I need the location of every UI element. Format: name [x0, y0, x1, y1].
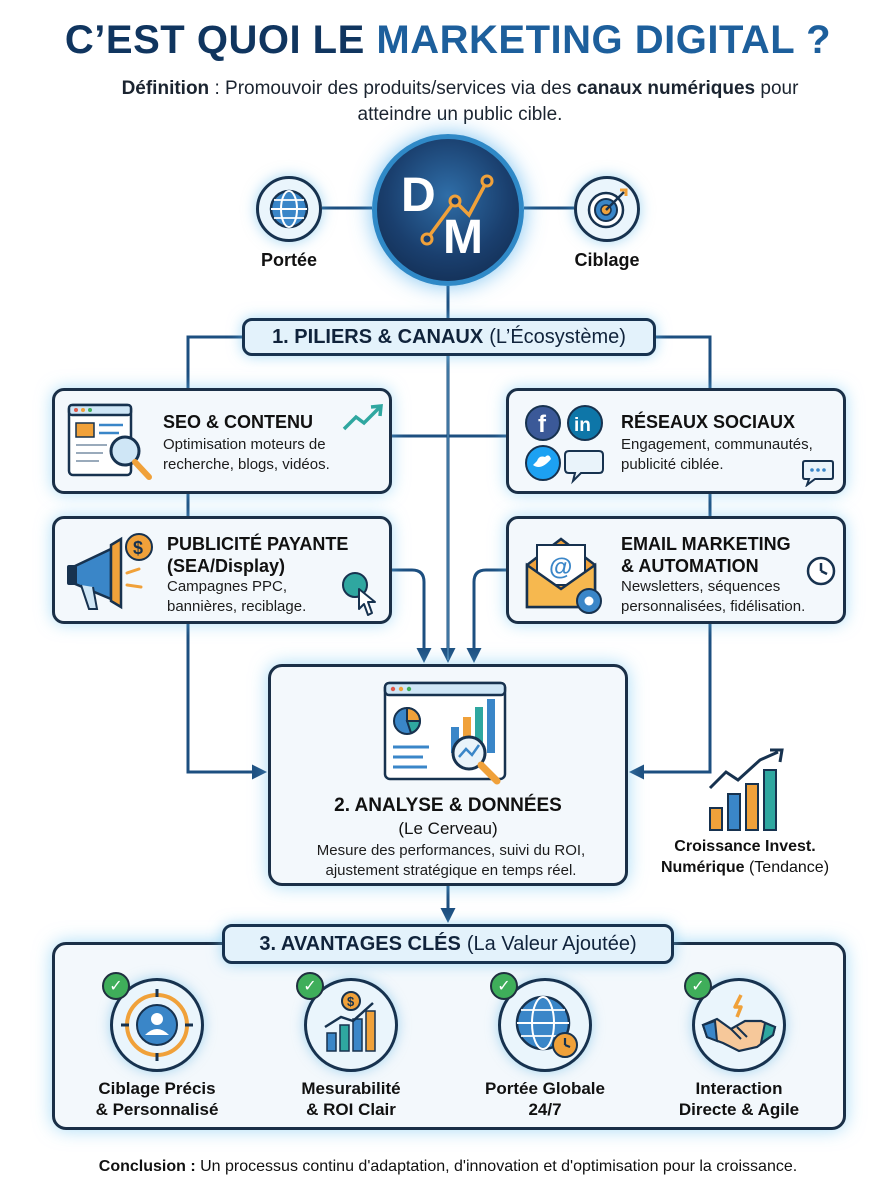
advantage-global-reach-line1: Portée Globale	[485, 1079, 605, 1098]
advantage-interaction-label: Interaction Directe & Agile	[644, 1078, 834, 1120]
chat-bubble-icon	[802, 460, 834, 487]
card-email-title: EMAIL MARKETING & AUTOMATION	[621, 533, 791, 577]
advantage-global-reach-label: Portée Globale 24/7	[450, 1078, 640, 1120]
check-icon: ✓	[296, 972, 324, 1000]
analytics-dashboard-icon	[383, 681, 507, 785]
globe-icon	[256, 176, 322, 242]
definition-bold: canaux numériques	[576, 78, 756, 99]
conclusion: Conclusion : Un processus continu d'adap…	[0, 1158, 896, 1176]
card-social-title: RÉSEAUX SOCIAUX	[621, 412, 796, 432]
definition-text1: Promouvoir des produits/services via des	[225, 78, 577, 99]
card-seo-desc: Optimisation moteurs de recherche, blogs…	[163, 436, 330, 473]
card-social-desc: Engagement, communautés, publicité ciblé…	[621, 436, 813, 473]
trend-label-rest: (Tendance)	[744, 859, 830, 876]
section3-header: 3. AVANTAGES CLÉS(La Valeur Ajoutée)	[222, 924, 674, 964]
reach-label: Portée	[260, 250, 318, 270]
card-ads-title: PUBLICITÉ PAYANTE (SEA/Display)	[167, 533, 348, 577]
section1-title: 1. PILIERS & CANAUX	[272, 325, 484, 348]
advantage-targeting-line1: Ciblage Précis	[98, 1079, 216, 1098]
section2-desc: Mesure des performances, suivi du ROI, a…	[316, 842, 586, 879]
logo-letter-m: M	[443, 211, 483, 264]
title-part1: C’EST QUOI LE	[64, 18, 377, 62]
card-ads-title-line2: (SEA/Display)	[167, 556, 286, 576]
svg-text:$: $	[133, 538, 143, 558]
advantage-targeting-label: Ciblage Précis & Personnalisé	[62, 1078, 252, 1120]
target-icon	[574, 176, 640, 242]
section2-title: 2. ANALYSE & DONNÉES	[334, 795, 562, 816]
targeting-label: Ciblage	[574, 250, 640, 270]
seo-search-icon	[67, 403, 152, 480]
card-ads-title-line1: PUBLICITÉ PAYANTE	[167, 534, 349, 554]
page-title: C’EST QUOI LE MARKETING DIGITAL ?	[0, 18, 896, 63]
section3-title: 3. AVANTAGES CLÉS	[259, 932, 461, 955]
click-cursor-icon	[342, 572, 376, 616]
email-envelope-icon: @	[525, 537, 602, 614]
svg-text:$: $	[347, 994, 355, 1009]
advantage-measurability-line1: Mesurabilité	[301, 1079, 401, 1098]
advantage-measurability-line2: & ROI Clair	[306, 1100, 396, 1119]
social-networks-icon: f in	[525, 405, 604, 485]
card-analytics: 2. ANALYSE & DONNÉES (Le Cerveau) Mesure…	[268, 664, 628, 886]
card-email-desc: Newsletters, séquences personnalisées, f…	[621, 578, 806, 615]
check-icon: ✓	[102, 972, 130, 1000]
title-part2: MARKETING DIGITAL ?	[376, 18, 832, 62]
card-seo: SEO & CONTENU Optimisation moteurs de re…	[52, 388, 392, 494]
card-social: f in RÉSEAUX SOCIAUX Engagement, communa…	[506, 388, 846, 494]
logo-letter-d: D	[401, 169, 436, 222]
growth-chart-icon	[708, 748, 784, 831]
card-email-title-line1: EMAIL MARKETING	[621, 534, 791, 554]
trend-up-icon	[342, 404, 383, 431]
trend-label: Croissance Invest. Numérique (Tendance)	[640, 836, 850, 878]
clock-icon	[806, 556, 836, 586]
definition-label: Définition	[121, 78, 210, 99]
svg-text:f: f	[538, 411, 547, 438]
check-icon: ✓	[684, 972, 712, 1000]
section2-subtitle: (Le Cerveau)	[398, 819, 498, 838]
section1-header: 1. PILIERS & CANAUX(L’Écosystème)	[242, 318, 656, 356]
trend-label-bold: Croissance Invest. Numérique	[660, 838, 816, 876]
conclusion-label: Conclusion :	[98, 1158, 196, 1175]
advantage-targeting-line2: & Personnalisé	[95, 1100, 219, 1119]
advantage-global-reach-line2: 24/7	[528, 1100, 562, 1119]
definition-sep: :	[209, 78, 226, 99]
conclusion-text: Un processus continu d'adaptation, d'inn…	[195, 1158, 798, 1175]
card-email: @ EMAIL MARKETING & AUTOMATION Newslette…	[506, 516, 846, 624]
section3-subtitle: (La Valeur Ajoutée)	[466, 932, 637, 955]
definition: Définition : Promouvoir des produits/ser…	[120, 76, 800, 128]
dm-logo: D M	[372, 134, 524, 286]
definition-text2: pour atteindre un public cible.	[357, 78, 799, 125]
advantage-measurability-label: Mesurabilité & ROI Clair	[256, 1078, 446, 1120]
svg-text:in: in	[574, 415, 591, 436]
card-email-title-line2: & AUTOMATION	[621, 556, 759, 576]
card-ads: $ PUBLICITÉ PAYANTE (SEA/Display) Campag…	[52, 516, 392, 624]
advantage-interaction-line1: Interaction	[695, 1079, 783, 1098]
megaphone-icon: $	[67, 533, 153, 610]
check-icon: ✓	[490, 972, 518, 1000]
advantage-interaction-line2: Directe & Agile	[678, 1100, 800, 1119]
card-ads-desc: Campagnes PPC, bannières, reciblage.	[167, 578, 307, 615]
svg-text:@: @	[549, 554, 572, 581]
card-seo-title: SEO & CONTENU	[163, 412, 314, 432]
section1-subtitle: (L’Écosystème)	[489, 325, 626, 348]
